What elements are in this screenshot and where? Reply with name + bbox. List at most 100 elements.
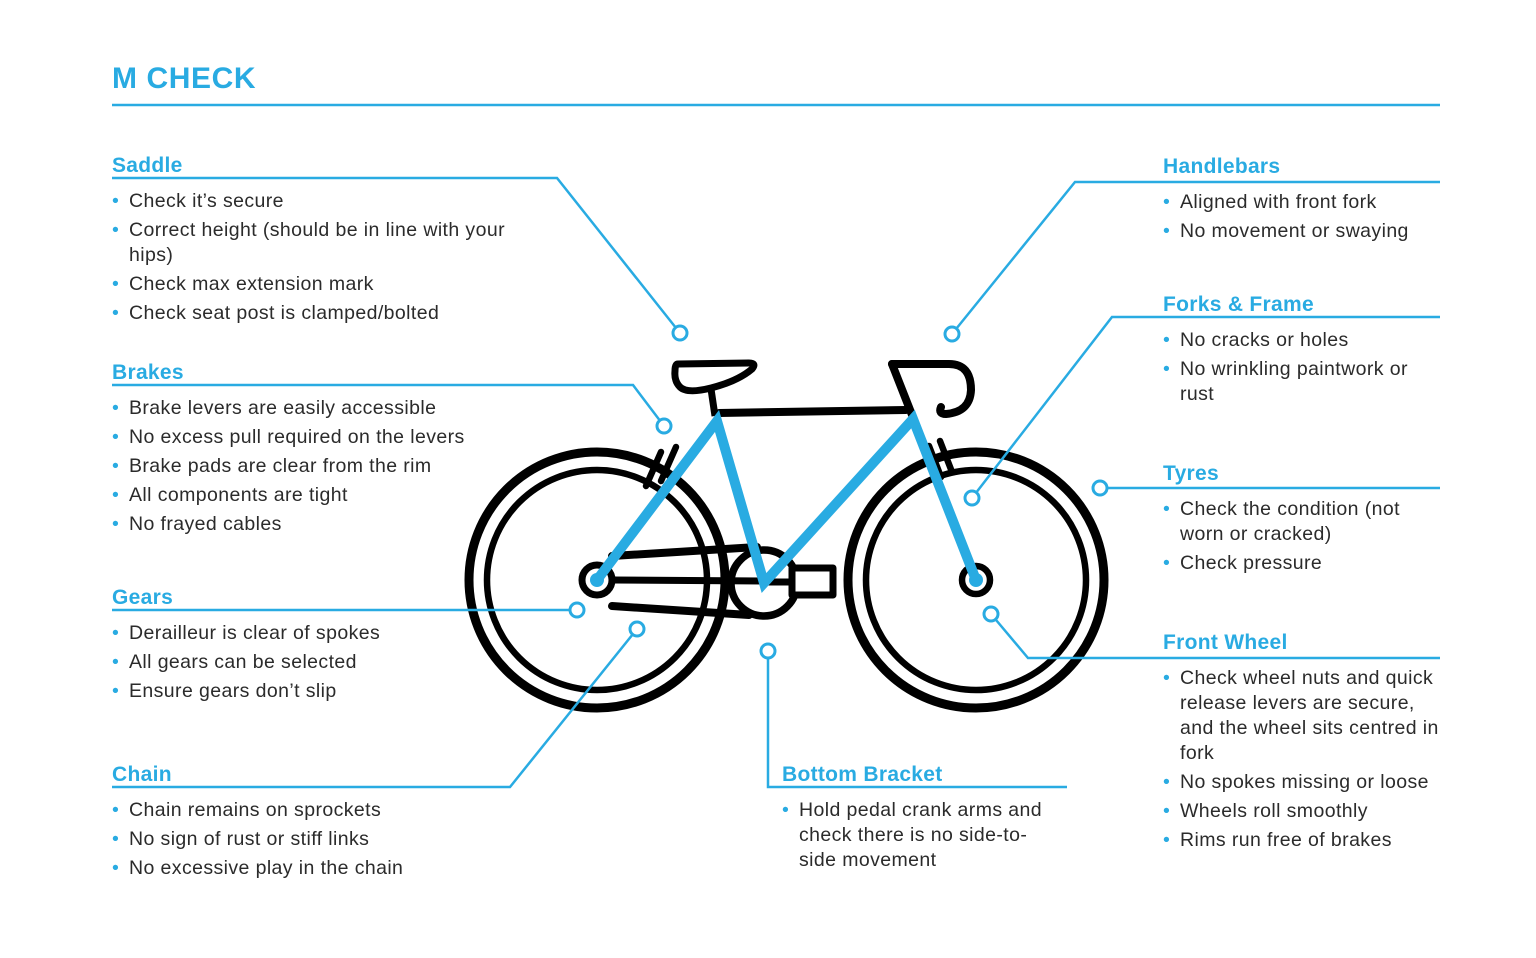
front-brake-mark-2 [936,437,956,476]
bullet-icon: • [1163,191,1171,213]
bullet-icon: • [1163,552,1171,574]
section-brakes-list: •Brake levers are easily accessible •No e… [112,396,542,537]
bullet-icon: • [112,273,120,295]
section-brakes-heading: Brakes [112,361,184,384]
section-handlebars-heading: Handlebars [1163,155,1281,178]
section-forks-frame: Forks & Frame •No cracks or holes •No wri… [1163,294,1443,411]
checklist-item: •Aligned with front fork [1163,191,1377,213]
endpoint-brakes [655,417,673,435]
rear-axle-dot [590,573,604,587]
bullet-icon: • [1163,800,1171,822]
checklist-item: •Ensure gears don’t slip [112,680,337,702]
checklist-item: •No excessive play in the chain [112,857,404,879]
leader-bottom-bracket [766,651,1067,789]
front-tyre [843,447,1109,713]
bullet-icon: • [112,651,120,673]
checklist-item: •Chain remains on sprockets [112,799,382,821]
section-tyres: Tyres •Check the condition (not worn or … [1163,463,1423,580]
bullet-icon: • [112,426,120,448]
section-front-wheel-list: •Check wheel nuts and quick release leve… [1163,666,1448,853]
chain-top [608,543,761,560]
checklist-item: •No frayed cables [112,513,282,535]
front-rim [862,466,1090,694]
section-bottom-bracket-list: •Hold pedal crank arms and check there i… [782,798,1052,873]
page-title: M CHECK [112,62,257,95]
section-gears: Gears •Derailleur is clear of spokes •All… [112,587,542,708]
section-gears-list: •Derailleur is clear of spokes •All gears… [112,621,542,704]
rear-brake-mark-2 [657,443,680,485]
checklist-item: •Check it’s secure [112,190,284,212]
checklist-item: •Derailleur is clear of spokes [112,622,381,644]
bullet-icon: • [112,397,120,419]
checklist-item: •Brake levers are easily accessible [112,397,437,419]
endpoint-gears [568,601,586,619]
section-front-wheel-heading: Front Wheel [1163,631,1288,654]
endpoint-bottom-bracket [759,642,777,660]
section-saddle-heading: Saddle [112,154,183,177]
bullet-icon: • [1163,220,1171,242]
leader-forks-frame [971,315,1440,499]
leader-front-wheel [990,613,1440,660]
section-chain-heading: Chain [112,763,172,786]
bullet-icon: • [1163,329,1171,351]
bullet-icon: • [782,799,790,821]
checklist-item: •All gears can be selected [112,651,357,673]
bicycle-illustration [464,359,1109,713]
bullet-icon: • [1163,829,1171,851]
checklist-item: •Rims run free of brakes [1163,829,1392,851]
leader-brakes [112,383,665,427]
checklist-item: •No sign of rust or stiff links [112,828,370,850]
checklist-item: •Check seat post is clamped/bolted [112,302,440,324]
checklist-item: •Hold pedal crank arms and check there i… [782,799,1043,871]
bullet-icon: • [112,190,120,212]
endpoint-forks-frame [963,489,981,507]
section-handlebars: Handlebars •Aligned with front fork •No m… [1163,156,1463,248]
bullet-icon: • [112,680,120,702]
endpoint-front-wheel [982,605,1000,623]
saddle-shape [671,359,758,395]
leader-lines [112,176,1440,789]
bullet-icon: • [1163,498,1171,520]
checklist-item: •No movement or swaying [1163,220,1409,242]
head-tube [888,360,918,424]
checklist-item: •Check max extension mark [112,273,374,295]
checklist-item: •Wheels roll smoothly [1163,800,1368,822]
handlebar-shape [888,360,976,419]
endpoint-handlebars [943,325,961,343]
section-bottom-bracket-heading: Bottom Bracket [782,763,943,786]
leader-handlebars [951,180,1440,335]
rear-brake-mark-1 [642,448,665,490]
chainstay [612,576,763,585]
checklist-item: •No cracks or holes [1163,329,1349,351]
checklist-item: •Brake pads are clear from the rim [112,455,432,477]
bullet-icon: • [112,484,120,506]
bullet-icon: • [112,302,120,324]
checklist-item: •Check wheel nuts and quick release leve… [1163,667,1439,764]
endpoint-tyres [1091,479,1109,497]
endpoint-saddle [671,324,689,342]
leader-saddle [112,176,681,334]
leader-chain [112,628,638,789]
checklist-item: •No excess pull required on the levers [112,426,465,448]
checklist-item: •Correct height (should be in line with … [112,219,505,266]
bullet-icon: • [112,622,120,644]
bullet-icon: • [112,799,120,821]
section-gears-heading: Gears [112,586,174,609]
section-chain-list: •Chain remains on sprockets •No sign of r… [112,798,542,881]
section-tyres-heading: Tyres [1163,462,1219,485]
section-chain: Chain •Chain remains on sprockets •No sig… [112,764,542,885]
section-handlebars-list: •Aligned with front fork •No movement or … [1163,190,1463,244]
section-bottom-bracket: Bottom Bracket •Hold pedal crank arms an… [782,764,1052,877]
bullet-icon: • [112,513,120,535]
bullet-icon: • [1163,667,1171,689]
checklist-item: •No wrinkling paintwork or rust [1163,358,1408,405]
frame-m-shape [592,409,981,593]
section-brakes: Brakes •Brake levers are easily accessib… [112,362,542,541]
endpoint-chain [628,620,646,638]
top-tube [715,406,910,417]
bullet-icon: • [1163,771,1171,793]
section-saddle: Saddle •Check it’s secure •Correct height… [112,155,512,330]
section-tyres-list: •Check the condition (not worn or cracke… [1163,497,1423,576]
section-forks-frame-heading: Forks & Frame [1163,293,1314,316]
